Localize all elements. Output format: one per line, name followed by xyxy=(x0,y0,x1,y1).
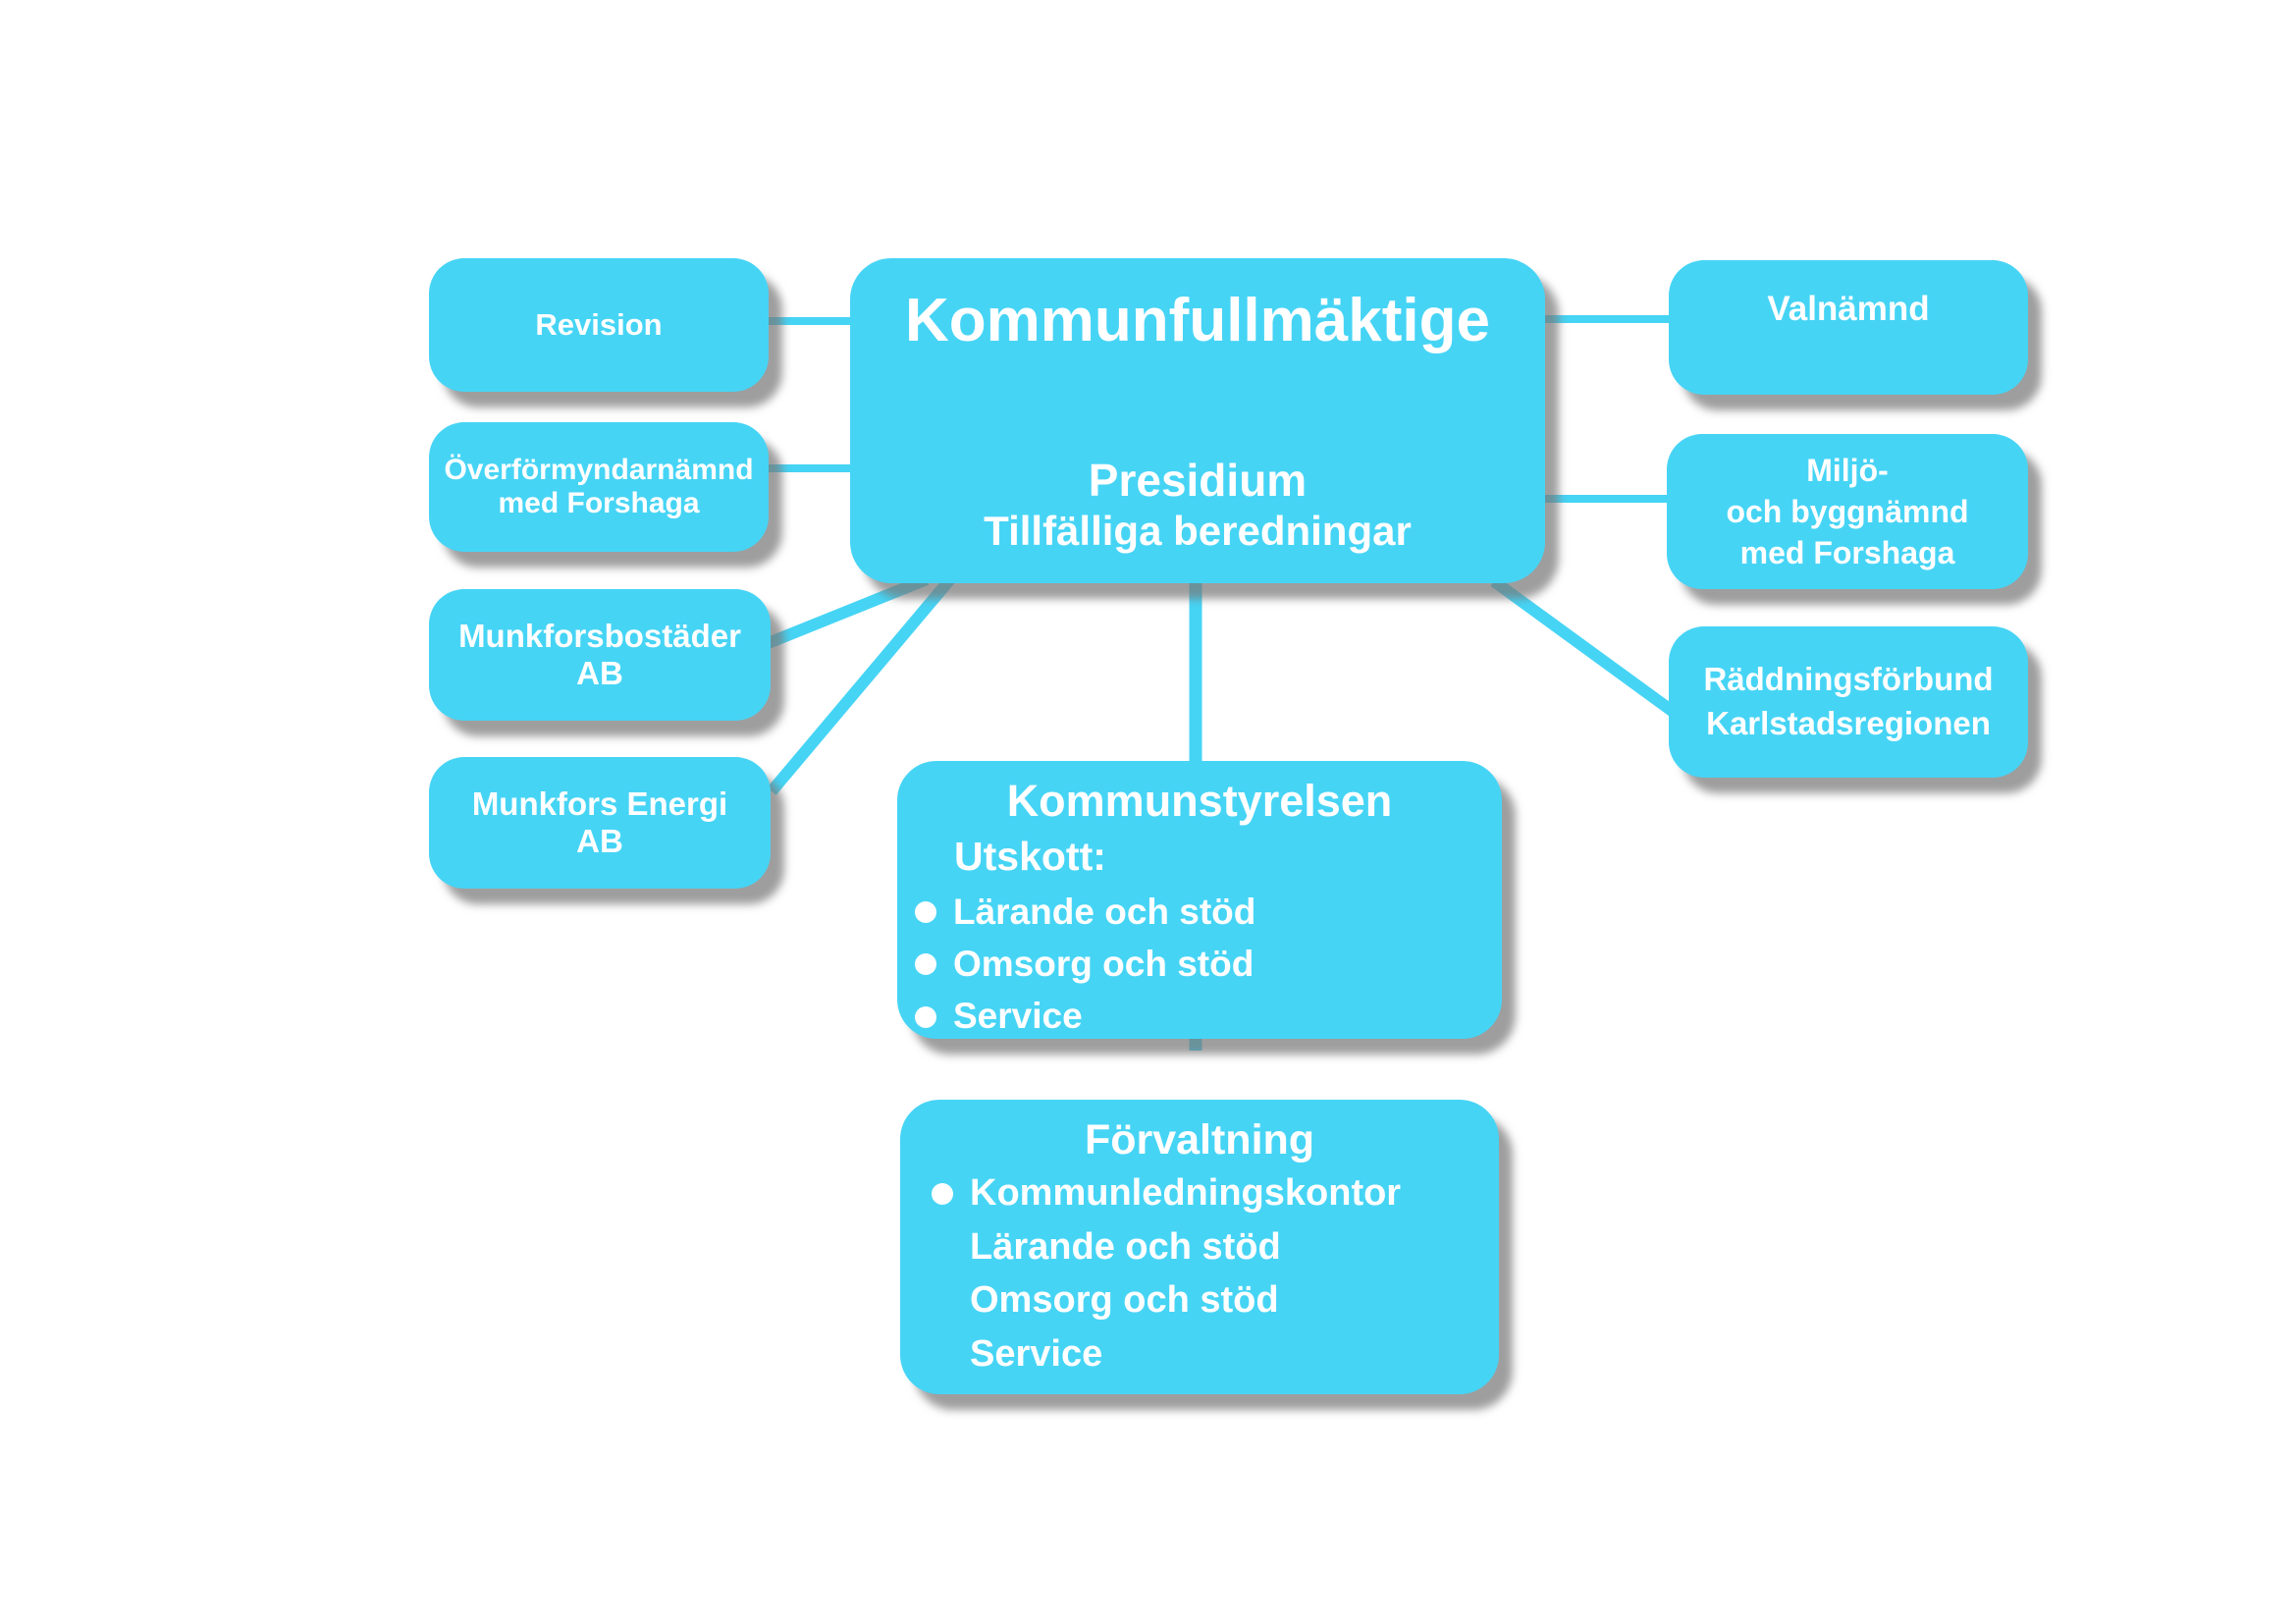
connector-munkforsbostader xyxy=(763,573,930,650)
bullet-icon xyxy=(915,1005,936,1028)
node-label-line: AB xyxy=(576,655,623,691)
connector-munkfors-energi xyxy=(767,575,955,795)
node-label-line: Munkfors Energi xyxy=(471,785,728,822)
node-subheading: Utskott: xyxy=(954,833,1106,879)
list-item: Service xyxy=(915,995,1484,1038)
bullet-icon xyxy=(915,953,936,976)
node-munkfors-energi-ab: Munkfors Energi AB xyxy=(429,757,771,889)
list-item-label: Service xyxy=(953,996,1083,1037)
node-title: Förvaltning xyxy=(1084,1116,1315,1164)
node-label-line: Överförmyndarnämnd xyxy=(444,454,754,486)
list-item-label: Kommunledningskontor xyxy=(970,1172,1402,1215)
list-item: Lärande och stöd xyxy=(915,891,1484,934)
node-label-line: Miljö- xyxy=(1806,452,1889,488)
node-overformyndarnamnd: Överförmyndarnämnd med Forshaga xyxy=(429,422,769,552)
list-item: Lärande och stöd xyxy=(970,1225,1281,1268)
node-valnamnd: Valnämnd xyxy=(1669,260,2028,395)
node-label-line: Presidium xyxy=(1088,454,1308,506)
node-label-line: med Forshaga xyxy=(1739,535,1955,571)
connector-raddningsforbund xyxy=(1490,576,1679,718)
node-label: Valnämnd xyxy=(1767,290,1930,328)
node-label-line: med Forshaga xyxy=(498,487,700,519)
node-kommunfullmaktige: Kommunfullmäktige Presidium Tillfälliga … xyxy=(850,258,1545,583)
bullet-icon xyxy=(915,900,936,923)
node-miljo-och-byggnamnd: Miljö- och byggnämnd med Forshaga xyxy=(1667,434,2028,589)
list-item: Kommunledningskontor xyxy=(932,1171,1485,1217)
node-munkforsbostader-ab: Munkforsbostäder AB xyxy=(429,589,771,721)
node-label-line: Munkforsbostäder xyxy=(458,618,741,654)
node-label: Revision xyxy=(535,306,663,342)
node-label-line: AB xyxy=(576,823,623,859)
list-item-label: Omsorg och stöd xyxy=(953,944,1255,985)
node-label-line: och byggnämnd xyxy=(1726,493,1969,529)
bullet-icon xyxy=(932,1183,953,1206)
node-forvaltning: Förvaltning Kommunledningskontor Lärande… xyxy=(900,1100,1499,1394)
list-item: Omsorg och stöd xyxy=(970,1279,1279,1322)
node-label-line: Karlstadsregionen xyxy=(1706,705,1991,741)
node-title: Kommunfullmäktige xyxy=(905,287,1490,354)
node-kommunstyrelsen: Kommunstyrelsen Utskott: Lärande och stö… xyxy=(897,761,1502,1039)
list-item-label: Lärande och stöd xyxy=(953,891,1256,932)
list-item: Omsorg och stöd xyxy=(915,943,1484,986)
list-item: Service xyxy=(970,1333,1103,1376)
node-revision: Revision xyxy=(429,258,769,392)
node-title: Kommunstyrelsen xyxy=(1006,776,1393,826)
node-label-line: Räddningsförbund xyxy=(1703,661,1994,698)
node-label-line: Tillfälliga beredningar xyxy=(984,507,1412,554)
node-raddningsforbund: Räddningsförbund Karlstadsregionen xyxy=(1669,626,2028,778)
